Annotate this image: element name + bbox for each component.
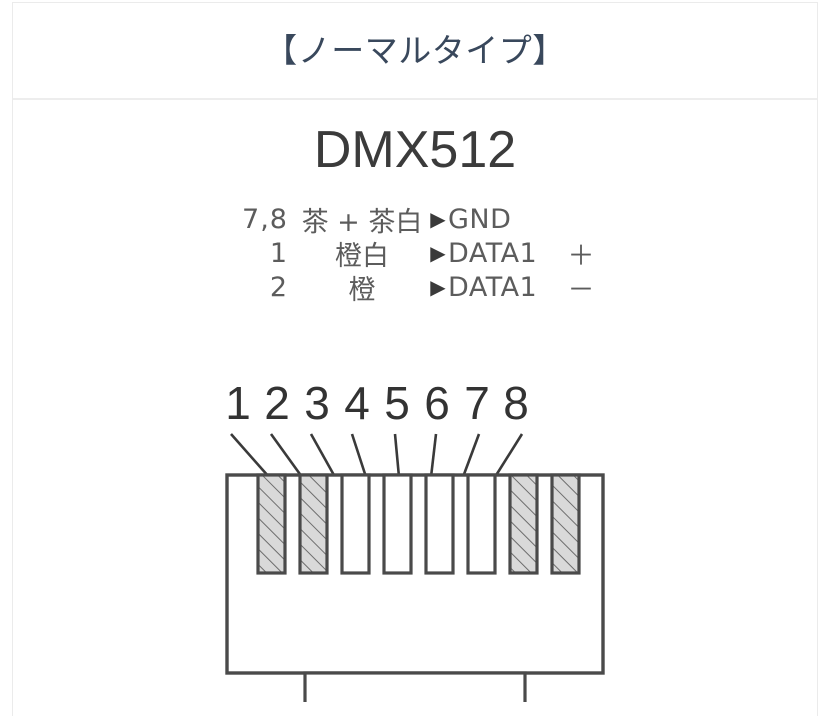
pin-number: 7,8 (242, 203, 288, 235)
connector-diagram: 1 2 3 4 5 6 7 8 (13, 372, 817, 702)
leader-line (461, 433, 481, 478)
leader-line (429, 433, 438, 478)
leader-line (269, 433, 304, 478)
signal-name: DATA1 (448, 237, 538, 269)
connector-pin-3 (340, 473, 371, 575)
pin-assignment-row: 2 橙 ▶ DATA1 － (13, 270, 817, 306)
pin-number: 1 (269, 237, 288, 269)
arrow-icon: ▶ (430, 275, 446, 299)
connector-pins (256, 473, 581, 575)
signal-name: DATA1 (448, 271, 538, 303)
wire-color: 茶 + 茶白 (301, 206, 423, 238)
diagram-title: DMX512 (313, 121, 517, 179)
rj45-connector-svg: 1 2 3 4 5 6 7 8 (225, 377, 605, 702)
connector-body (225, 473, 605, 675)
wire-color: 橙白 (335, 240, 389, 272)
pin-number-label: 2 (264, 377, 290, 429)
pin-number-label: 6 (424, 377, 450, 429)
card-body: DMX512 7,8 茶 + 茶白 ▶ GND 1 橙白 ▶ DATA1 ＋ (13, 102, 817, 717)
connector-pin-1 (256, 473, 287, 575)
pin-number-label: 8 (503, 377, 529, 429)
leader-lines (230, 433, 524, 478)
content-card: 【ノーマルタイプ】 DMX512 7,8 茶 + 茶白 ▶ GND 1 橙白 ▶… (12, 2, 818, 716)
pin-number-label: 5 (384, 377, 410, 429)
leader-line (393, 433, 401, 478)
leader-line (493, 433, 524, 478)
pin-number-label: 3 (304, 377, 330, 429)
pin-assignment-list: 7,8 茶 + 茶白 ▶ GND 1 橙白 ▶ DATA1 ＋ 2 橙 ▶ (13, 202, 817, 306)
signal-polarity: ＋ (567, 240, 595, 272)
page-title: 【ノーマルタイプ】 (264, 30, 566, 70)
connector-pin-5 (424, 473, 455, 575)
pin-number: 2 (269, 271, 288, 303)
pin-number-labels: 1 2 3 4 5 6 7 8 (225, 377, 529, 429)
signal-name: GND (448, 203, 512, 235)
leader-line (309, 433, 337, 478)
connector-latch (303, 671, 527, 702)
arrow-icon: ▶ (430, 241, 446, 265)
pin-assignment-row: 1 橙白 ▶ DATA1 ＋ (13, 236, 817, 272)
connector-pin-8 (550, 473, 581, 575)
connector-pin-4 (382, 473, 413, 575)
arrow-icon: ▶ (430, 207, 446, 231)
pin-number-label: 1 (225, 377, 251, 429)
pin-number-label: 4 (344, 377, 370, 429)
pin-assignment-row: 7,8 茶 + 茶白 ▶ GND (13, 202, 817, 238)
leader-line (350, 433, 368, 478)
wire-color: 橙 (348, 274, 376, 306)
pin-number-label: 7 (464, 377, 490, 429)
card-header: 【ノーマルタイプ】 (13, 3, 817, 100)
signal-polarity: － (567, 274, 595, 306)
connector-pin-7 (508, 473, 539, 575)
connector-pin-6 (466, 473, 497, 575)
leader-line (230, 433, 270, 478)
connector-pin-2 (298, 473, 329, 575)
